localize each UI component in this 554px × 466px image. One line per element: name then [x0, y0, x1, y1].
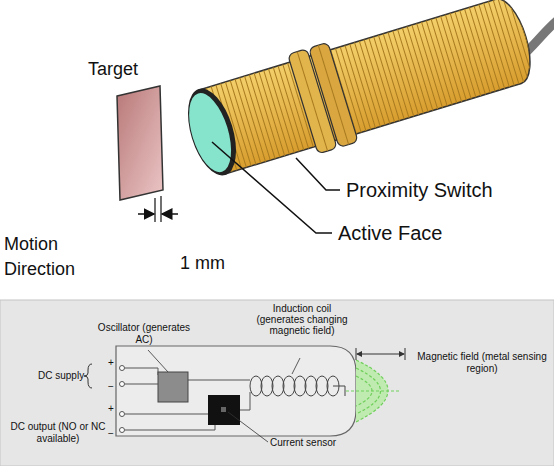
- sensor-housing: [116, 346, 356, 436]
- label-holder: DC output (NO or NC available): [2, 421, 114, 445]
- signal-label: DC output (NO or NC available): [2, 421, 114, 445]
- label-holder: 1 mm: [180, 252, 240, 274]
- label-holder: Oscillator (generates AC): [92, 322, 196, 346]
- pin-sign: −: [108, 381, 118, 393]
- current-sensor-box: [208, 395, 240, 425]
- target-plate: [117, 86, 163, 200]
- label-holder: +: [108, 403, 118, 415]
- label-holder: Proximity Switch: [346, 178, 546, 202]
- motion-label: Motion Direction: [4, 232, 104, 282]
- induction-coil: [250, 376, 345, 396]
- label-holder: −: [108, 381, 118, 393]
- part-label: Oscillator (generates AC): [92, 322, 196, 346]
- magnetic-field: [346, 360, 400, 422]
- label-holder: −: [108, 428, 118, 440]
- label-holder: Motion Direction: [4, 232, 104, 282]
- part-label: Proximity Switch: [346, 178, 546, 202]
- oscillator-box: [158, 372, 188, 402]
- label-holder: Induction coil (generates changing magne…: [254, 303, 350, 336]
- part-label: Current sensor: [270, 437, 360, 449]
- schematic-panel: [0, 300, 554, 466]
- part-label: Induction coil (generates changing magne…: [254, 303, 350, 336]
- part-label: Active Face: [338, 221, 538, 245]
- pin-sign: +: [108, 403, 118, 415]
- label-holder: DC supply: [38, 370, 88, 382]
- pin-sign: −: [108, 428, 118, 440]
- label-holder: Active Face: [338, 221, 538, 245]
- label-holder: +: [108, 357, 118, 369]
- part-label: Target: [88, 58, 178, 80]
- label-holder: Magnetic field (metal sensing region): [414, 351, 550, 375]
- signal-label: DC supply: [38, 370, 88, 382]
- active-face: [181, 88, 239, 177]
- label-holder: Current sensor: [270, 437, 360, 449]
- part-label: Magnetic field (metal sensing region): [414, 351, 550, 375]
- label-holder: Target: [88, 58, 178, 80]
- dimension-label: 1 mm: [180, 252, 240, 274]
- pin-sign: +: [108, 357, 118, 369]
